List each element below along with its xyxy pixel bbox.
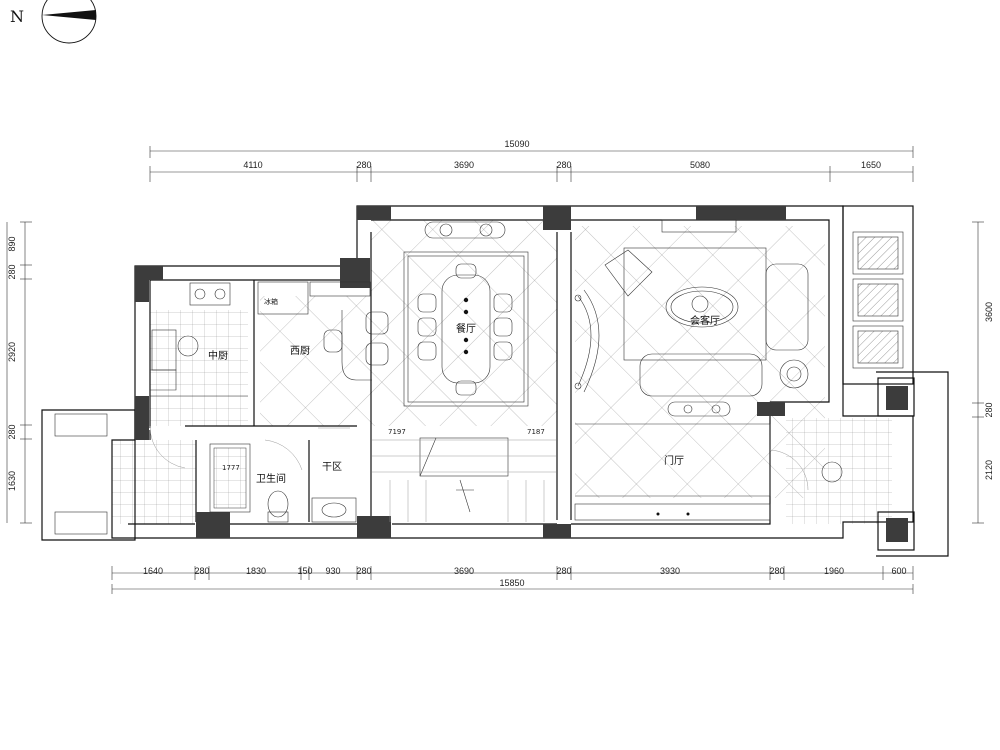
dim-top-6: 1650 [861,160,881,170]
bathroom: 1777 卫生间 [209,439,303,523]
stair-hall [372,437,556,522]
top-dimensions: 15090 4110 280 3690 280 5080 1650 [149,139,914,182]
label-dining-room: 餐厅 [456,322,476,335]
dim-bottom-10: 280 [769,566,784,576]
structural-columns [135,206,908,542]
dim-right-1: 3600 [984,302,994,322]
laundry: 干区 [311,427,357,523]
middle-kitchen-floor [150,310,248,426]
dim-bottom-3: 1830 [246,566,266,576]
dim-bottom-9: 3930 [660,566,680,576]
entry-terrace-floor [112,440,196,524]
dim-top-total: 15090 [504,139,529,149]
label-western-kitchen: 西厨 [290,345,310,357]
label-foyer: 门厅 [664,454,684,467]
label-bathroom: 卫生间 [256,472,286,485]
elevation-a: 7197 [388,428,406,436]
dim-bottom-12: 600 [891,566,906,576]
east-terrace-floor [786,418,892,524]
tea-room: 会客厅 [574,219,809,417]
foyer: 门厅 [574,423,843,521]
dim-top-2: 280 [356,160,371,170]
west-kitchen-floor [260,296,372,426]
north-compass: N [10,0,97,44]
dim-bottom-1: 1640 [143,566,163,576]
dim-bottom-2: 280 [194,566,209,576]
label-fridge: 冰箱 [264,297,278,306]
bottom-dimensions: 1640 280 1830 150 930 280 3690 280 3930 … [111,566,914,594]
dim-bottom-11: 1960 [824,566,844,576]
dim-left-3: 2920 [7,342,17,362]
dim-right-3: 2120 [984,460,994,480]
dining-room: 餐厅 7197 7187 [388,221,545,436]
dim-top-4: 280 [556,160,571,170]
western-kitchen: 冰箱 西厨 [257,281,389,381]
walls [41,205,949,557]
label-middle-kitchen: 中厨 [208,349,228,362]
elevation-b: 7187 [527,428,545,436]
label-laundry: 干区 [322,461,342,473]
left-dimensions: 890 280 2920 280 1630 [6,221,32,524]
dim-right-2: 280 [984,402,994,417]
dining-floor [371,220,557,426]
tub-label: 1777 [222,464,240,472]
dim-bottom-4: 150 [297,566,312,576]
label-tea-room: 会客厅 [690,314,720,327]
dim-left-4: 280 [7,424,17,439]
dim-bottom-5: 930 [325,566,340,576]
dim-left-1: 890 [7,236,17,251]
dim-bottom-8: 280 [556,566,571,576]
dim-top-3: 3690 [454,160,474,170]
north-label: N [10,7,24,26]
dim-bottom-7: 3690 [454,566,474,576]
right-dimensions: 3600 280 2120 [972,221,994,524]
dim-left-2: 280 [7,264,17,279]
middle-kitchen: 中厨 [149,282,248,469]
dim-left-5: 1630 [7,471,17,491]
dim-bottom-total: 15850 [499,578,524,588]
dim-bottom-6: 280 [356,566,371,576]
dim-top-1: 4110 [243,160,262,170]
dim-top-5: 5080 [690,160,710,170]
